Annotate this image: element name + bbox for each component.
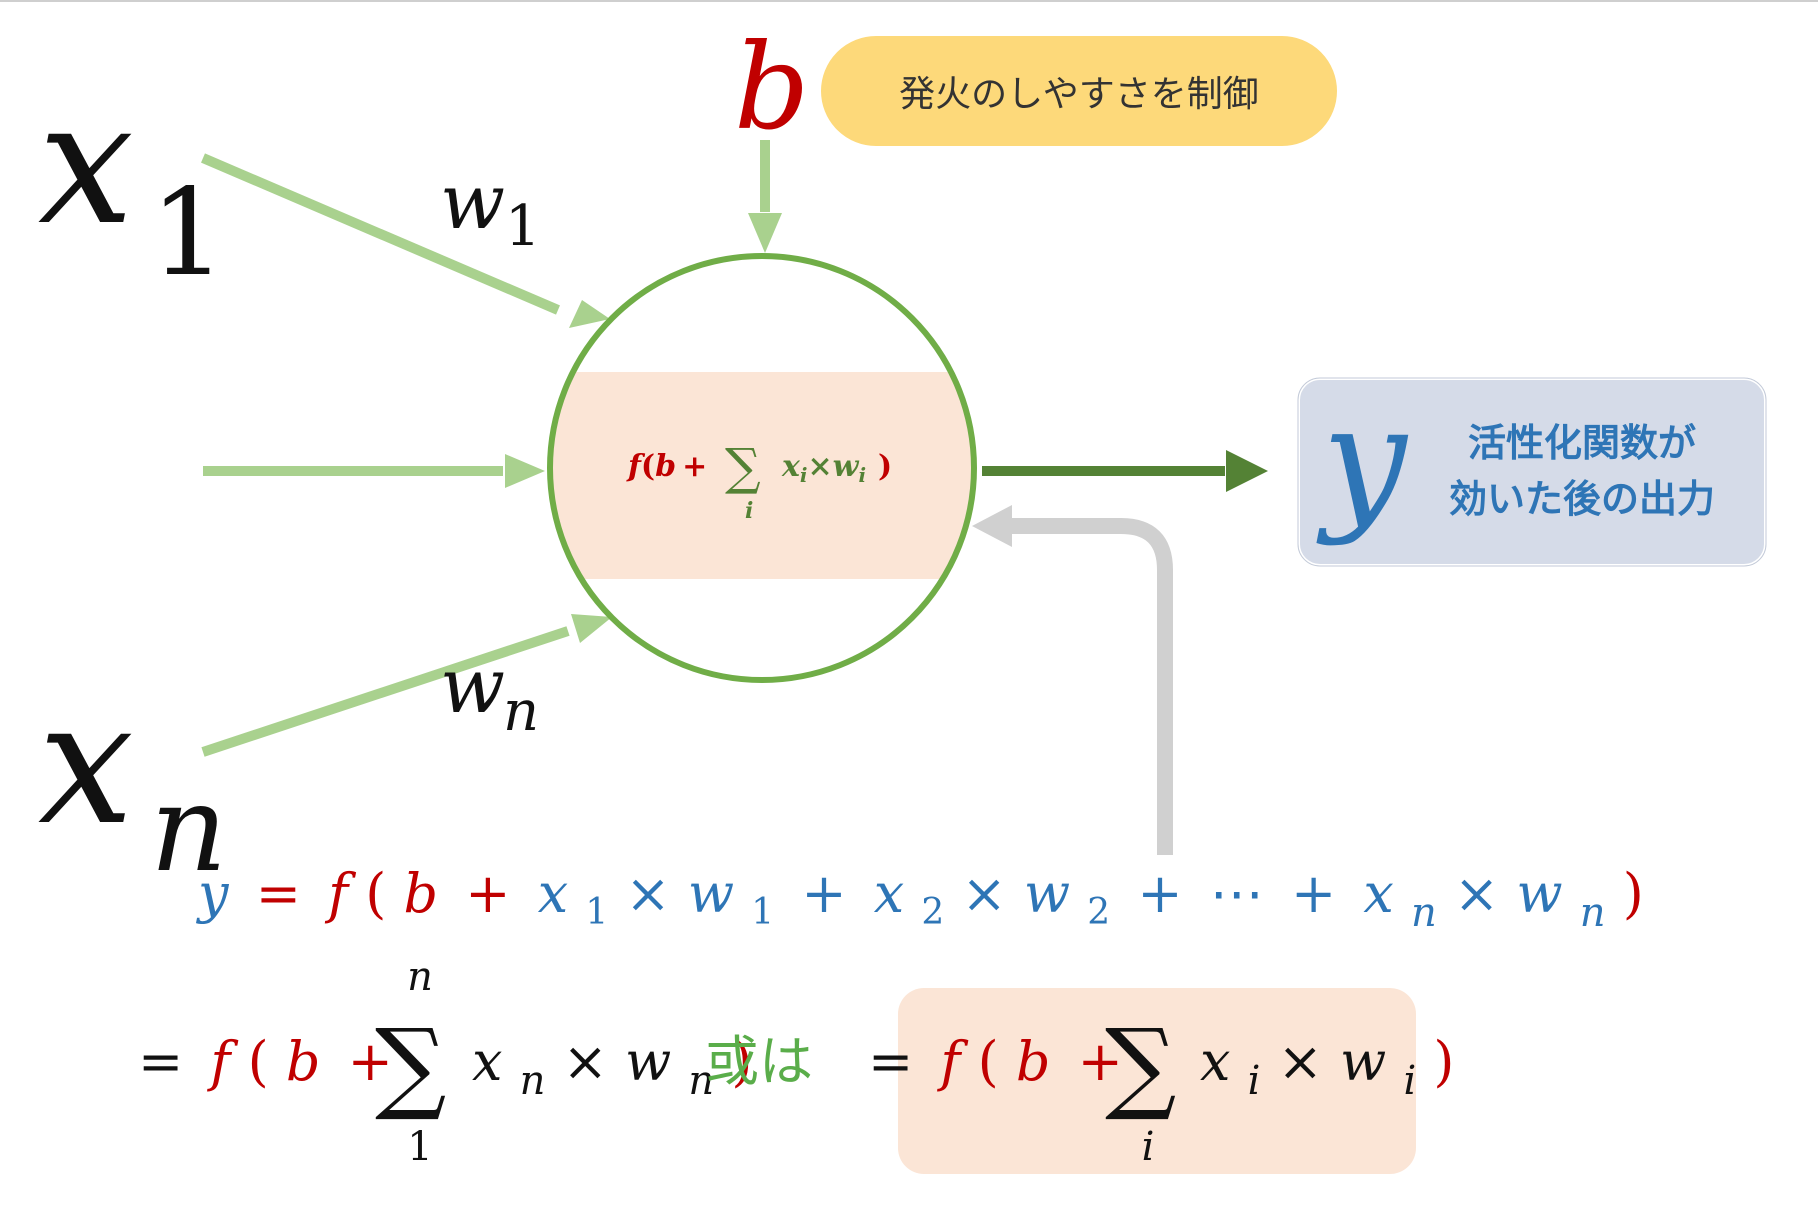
neuron-sum-sign: ∑ [725, 438, 761, 496]
weight-index-wn: n [503, 679, 539, 744]
bias-arrowhead [748, 213, 782, 253]
svg-text:): ) [878, 449, 892, 484]
svg-text:f(b+: f(b+ [626, 449, 707, 484]
svg-text:x i × w: x i × w i ) [1200, 1030, 1454, 1107]
sum-bottom-alt: i [1142, 1124, 1155, 1170]
input-label-x1: x [38, 65, 134, 263]
svg-text:= f ( b: = f ( b + [138, 1030, 393, 1093]
bias-note: 発火のしやすさを制御 [899, 74, 1259, 115]
input-label-xn: x [38, 665, 134, 863]
equation-line-1: y = f ( b + x 1 × w 1 + x 2 × w 2 + ⋯ + … [196, 862, 1644, 939]
sum-top-line2: n [407, 954, 433, 1000]
svg-text:= f ( b: = f ( b + [868, 1030, 1123, 1093]
input-arrowhead-x2 [505, 454, 545, 488]
equation-alt: = f ( b + ∑ i x i × w i ) [868, 1007, 1454, 1170]
output-label-line2: 効いた後の出力 [1449, 477, 1715, 521]
output-label-line1: 活性化関数が [1468, 421, 1696, 465]
neuron-band [550, 372, 974, 579]
weight-label-wn: w [440, 641, 505, 730]
svg-text:y = f (: y = f ( b + x 1 × w 1 + x 2 × w 2 + ⋯ + … [196, 862, 1644, 939]
input-arrowhead-xn [571, 614, 612, 643]
svg-text:xi×wi: xi×wi [781, 449, 866, 487]
input-arrow-x1 [201, 153, 560, 315]
input-index-xn: n [150, 760, 227, 899]
sum-sign-alt: ∑ [1105, 1007, 1176, 1124]
bias-symbol-b: b [734, 18, 810, 156]
input-arrowhead-x1 [569, 300, 610, 328]
feedback-arrow [1010, 518, 1173, 855]
equation-line-2: = f ( b + ∑ n 1 x n × w n ) 或は [138, 954, 813, 1170]
input-index-x1: 1 [150, 164, 226, 303]
alt-formula-box [898, 988, 1416, 1174]
neuron-sum-index: i [745, 498, 753, 524]
neuron-circle [547, 253, 977, 683]
sum-bottom-line2: 1 [407, 1124, 432, 1170]
output-symbol-y: y [1316, 374, 1409, 548]
svg-text:x n × w: x n × w n ) [472, 1030, 752, 1107]
bias-note-bubble [817, 32, 1341, 150]
input-arrow-xn [201, 626, 570, 757]
or-label: 或は [705, 1030, 813, 1093]
weight-index-w1: 1 [505, 194, 541, 259]
sum-sign-line2: ∑ [375, 1007, 446, 1124]
feedback-arrowhead [972, 505, 1012, 547]
output-arrowhead [1226, 450, 1268, 492]
weight-label-w1: w [440, 157, 505, 246]
neuron-formula: f(b+ ∑ i xi×wi ) [626, 438, 892, 524]
